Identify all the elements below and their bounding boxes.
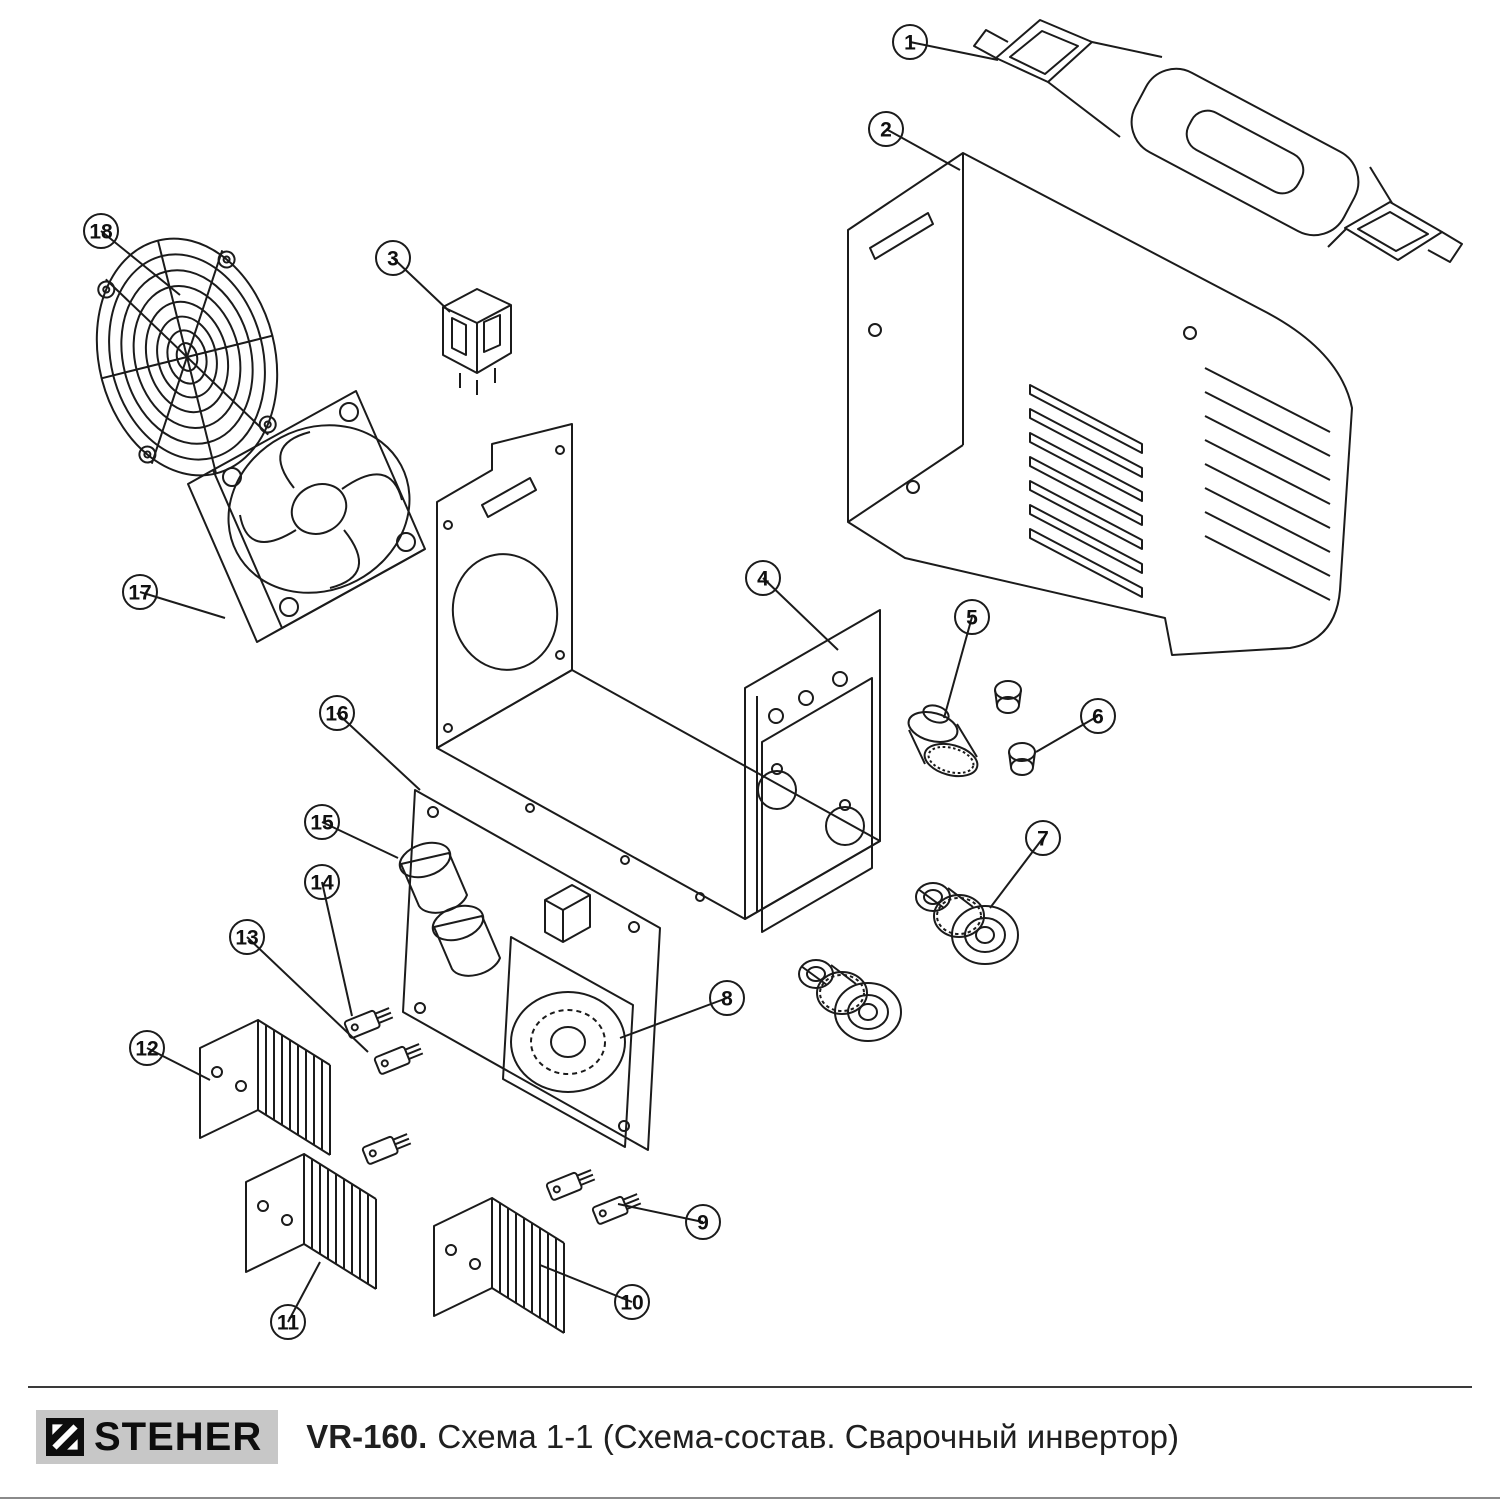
footer: STEHER VR-160.Схема 1-1 (Схема-состав. С… [0, 1386, 1500, 1500]
callout-17: 17 [122, 574, 226, 619]
callout-13: 13 [229, 919, 369, 1053]
part-carry-strap [973, 19, 1463, 263]
svg-text:3: 3 [387, 248, 399, 271]
svg-text:2: 2 [880, 119, 892, 142]
callout-16: 16 [319, 695, 421, 791]
part-thermostat-a [361, 1129, 414, 1166]
brand-logo: STEHER [36, 1410, 279, 1464]
part-thermostat-9a [545, 1165, 598, 1202]
svg-text:10: 10 [620, 1292, 643, 1315]
part-relay-block [544, 884, 591, 943]
perforation-grid [761, 677, 873, 933]
part-pcb [402, 789, 661, 1151]
svg-text:11: 11 [277, 1312, 300, 1335]
part-knob [907, 704, 979, 778]
callout-1: 1 [892, 24, 999, 61]
callout-3: 3 [375, 240, 451, 313]
svg-text:15: 15 [310, 812, 334, 835]
footer-divider [28, 1386, 1472, 1388]
callout-15: 15 [304, 804, 399, 859]
part-heatsink-12 [199, 1019, 331, 1156]
svg-text:18: 18 [89, 221, 113, 244]
svg-text:8: 8 [721, 988, 733, 1011]
svg-text:17: 17 [128, 582, 151, 605]
callout-18: 18 [83, 213, 181, 296]
svg-text:7: 7 [1037, 828, 1049, 851]
callout-2: 2 [868, 111, 961, 171]
svg-text:4: 4 [757, 568, 769, 591]
svg-text:5: 5 [966, 607, 978, 630]
callout-12: 12 [129, 1030, 211, 1081]
callout-8: 8 [619, 980, 745, 1039]
model-number: VR-160. [306, 1418, 428, 1455]
svg-text:1: 1 [904, 32, 916, 55]
part-heatsink-10 [433, 1197, 565, 1334]
part-bushings [994, 680, 1036, 776]
part-housing-cover [847, 152, 1353, 656]
exploded-parts-diagram: 1 2 3 4 5 6 7 8 9 10 [83, 19, 1463, 1340]
brand-name: STEHER [94, 1415, 263, 1459]
callout-7: 7 [989, 820, 1061, 909]
svg-text:14: 14 [310, 872, 334, 895]
svg-text:16: 16 [325, 703, 348, 726]
page-bottom-border [0, 1497, 1500, 1499]
part-capacitors [398, 841, 501, 977]
svg-text:12: 12 [135, 1038, 158, 1061]
callout-14: 14 [304, 864, 353, 1017]
grille-mount-ears [97, 250, 277, 464]
part-chassis [436, 423, 881, 933]
callout-4: 4 [745, 560, 839, 651]
callout-6: 6 [1035, 698, 1116, 753]
diagram-caption: VR-160.Схема 1-1 (Схема-состав. Сварочны… [306, 1418, 1179, 1456]
part-power-switch [442, 288, 512, 395]
part-socket-upper [915, 882, 1019, 965]
part-socket-lower [798, 959, 902, 1042]
caption-text: Схема 1-1 (Схема-состав. Сварочный инвер… [437, 1418, 1180, 1455]
svg-text:13: 13 [235, 927, 258, 950]
vent-louvers [1029, 384, 1143, 598]
rear-fins [1204, 367, 1331, 601]
part-thermostat-13 [373, 1039, 426, 1076]
part-fan [187, 390, 426, 643]
part-heatsink-11 [245, 1153, 377, 1290]
callout-5: 5 [943, 599, 990, 719]
part-toroid-inductor [502, 936, 634, 1148]
socket-holes [757, 763, 865, 846]
callout-10: 10 [539, 1264, 650, 1320]
callout-11: 11 [270, 1261, 321, 1340]
part-fan-grille [95, 237, 279, 477]
callout-9: 9 [617, 1203, 721, 1240]
svg-text:6: 6 [1092, 706, 1104, 729]
brand-logo-icon [46, 1418, 84, 1456]
svg-text:9: 9 [697, 1212, 709, 1235]
